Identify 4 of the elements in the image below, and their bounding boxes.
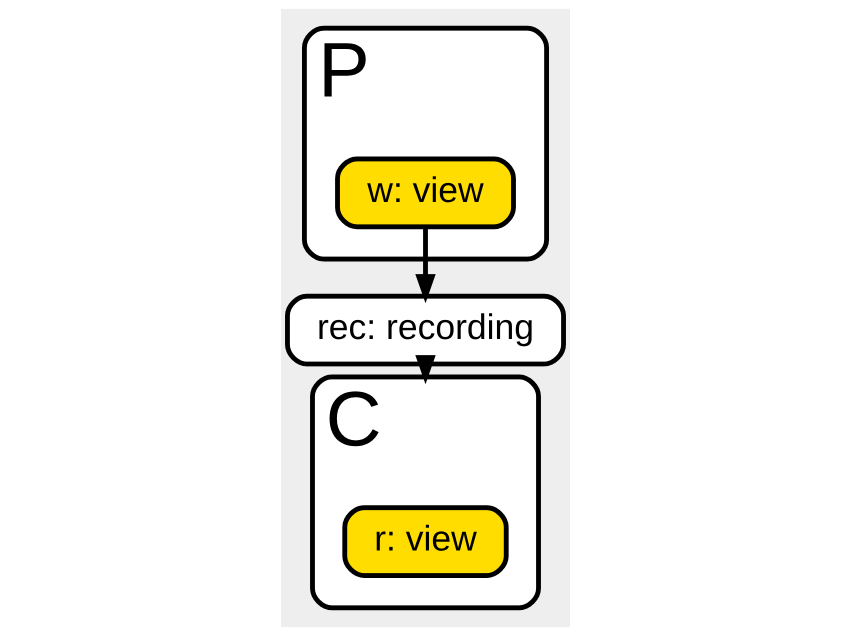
node-box: r: view xyxy=(342,505,509,578)
arrow xyxy=(415,355,436,384)
node-box: w: view xyxy=(335,156,516,230)
arrow xyxy=(415,226,436,304)
